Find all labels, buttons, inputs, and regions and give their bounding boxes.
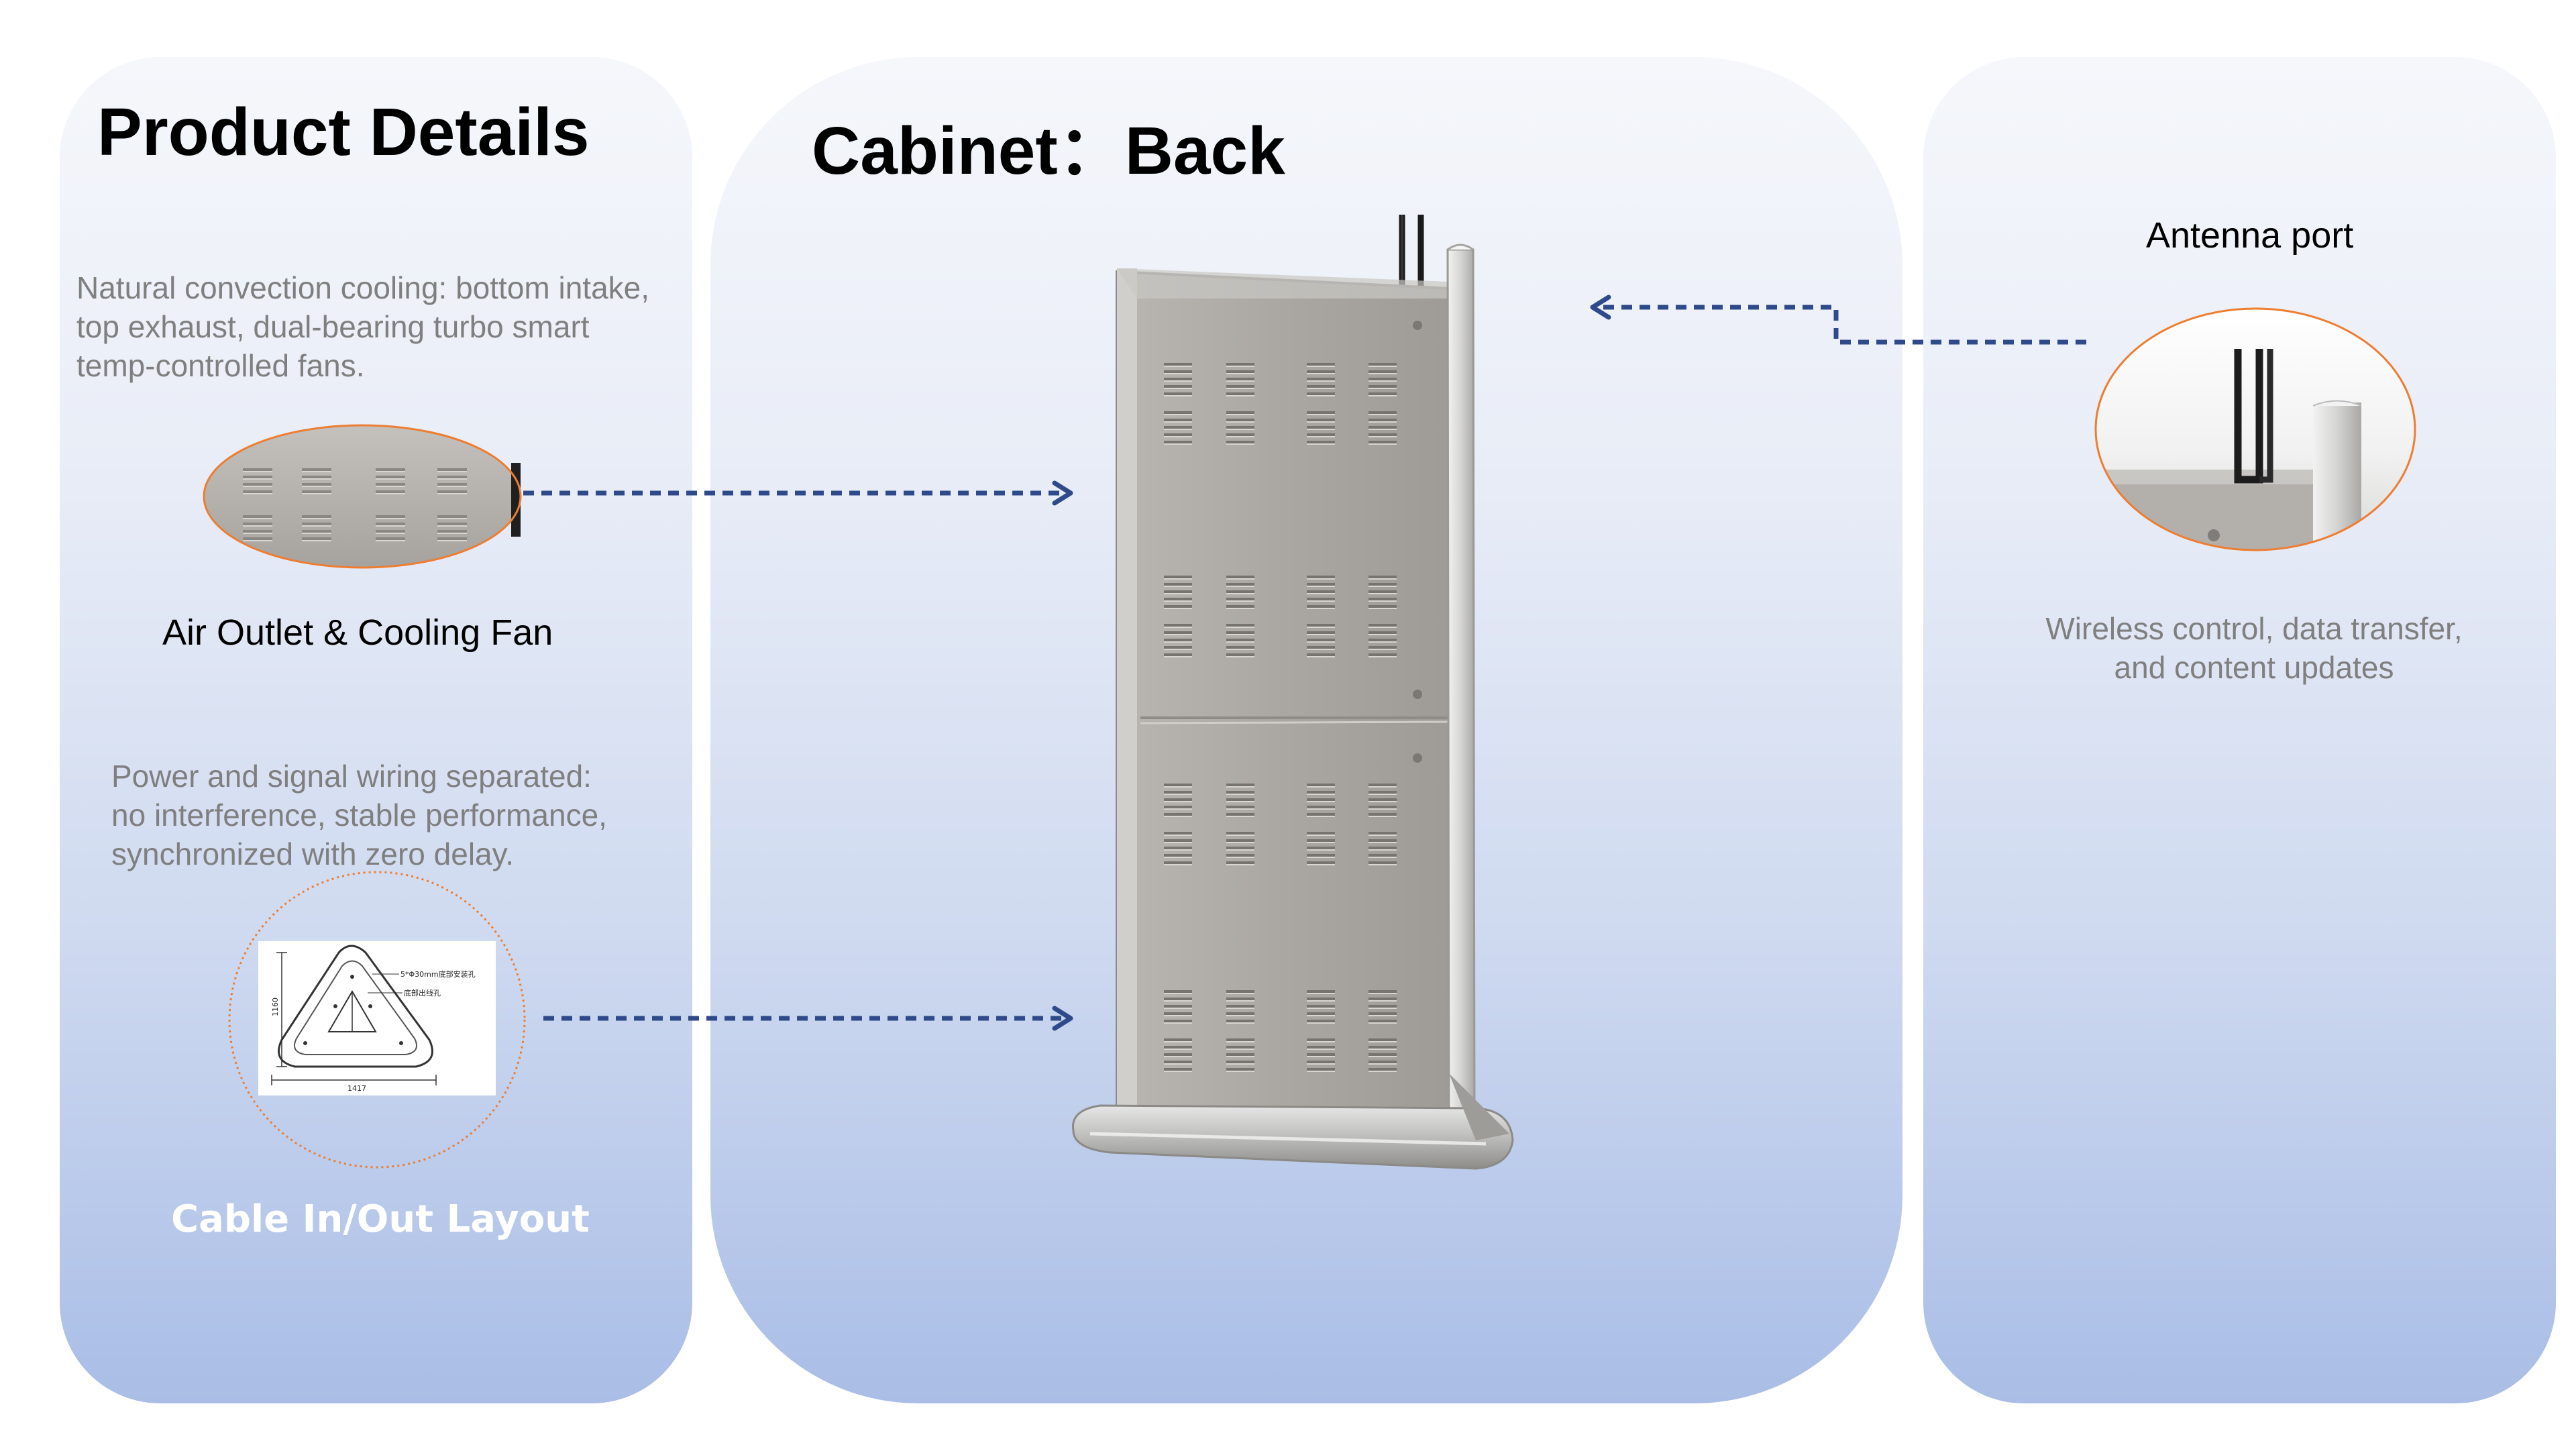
antenna-zoom-illustration [2094, 307, 2416, 551]
cable-layout-label: Cable In/Out Layout [171, 1197, 590, 1241]
vent-slot-icon [1368, 624, 1397, 657]
screw-icon [1413, 321, 1422, 763]
vent-slot-icon [1307, 624, 1335, 657]
antenna-description-line: Wireless control, data transfer, [2045, 611, 2463, 646]
antenna-port-label: Antenna port [2146, 215, 2354, 256]
cooling-description-line: temp-controlled fans. [76, 348, 365, 383]
wiring-description: Power and signal wiring separated: no in… [111, 757, 607, 873]
cooling-description-line: Natural convection cooling: bottom intak… [76, 270, 650, 305]
vent-slot-icon [1368, 363, 1397, 396]
vent-slot-icon [437, 468, 467, 494]
vent-slot-icon [1226, 411, 1254, 445]
vent-slot-icon [1368, 411, 1397, 445]
vent-slot-icon [1226, 363, 1254, 396]
antenna-panel [1923, 57, 2556, 1403]
highlight-ring [2094, 307, 2416, 551]
wiring-description-line: no interference, stable performance, [111, 798, 607, 833]
fan-zoom-illustration [203, 424, 522, 569]
vent-grille-group [1164, 363, 1397, 1072]
cooling-fan-label: Air Outlet & Cooling Fan [162, 612, 553, 653]
antenna-description-line: and content updates [2114, 650, 2394, 685]
vent-slot-icon [1307, 784, 1335, 817]
vent-slot-icon [1164, 990, 1192, 1024]
vent-slot-icon [1164, 576, 1192, 609]
vent-slot-icon [1368, 1038, 1397, 1072]
product-details-panel [60, 57, 692, 1403]
vent-slot-icon [1307, 1038, 1335, 1072]
cabinet-illustration [1072, 215, 1514, 1170]
arrowhead-icon [1052, 294, 1611, 1031]
vent-slot-icon [1226, 832, 1254, 865]
antenna-icon [2234, 349, 2273, 484]
vent-slot-icon [1368, 784, 1397, 817]
antenna-description: Wireless control, data transfer, and con… [2012, 609, 2496, 687]
vent-slot-icon [1226, 624, 1254, 657]
vent-slot-icon [376, 468, 405, 494]
vent-slot-icon [1164, 411, 1192, 445]
vent-slot-icon [1307, 832, 1335, 865]
highlight-ring [228, 871, 526, 1169]
width-dimension: 1417 [347, 1084, 366, 1093]
vent-slot-icon [1307, 990, 1335, 1024]
vent-slot-icon [302, 468, 331, 494]
vent-slot-icon [1226, 1038, 1254, 1072]
vent-slot-icon [437, 515, 467, 541]
vent-slot-icon [1226, 784, 1254, 817]
cabinet-base [1072, 1104, 1514, 1170]
vent-slot-icon [1226, 990, 1254, 1024]
vent-slot-icon [1164, 832, 1192, 865]
antenna-arrow [1597, 305, 2086, 345]
vent-slot-icon [1164, 363, 1192, 396]
cooling-description: Natural convection cooling: bottom intak… [76, 268, 649, 385]
vent-slot-icon [1307, 576, 1335, 609]
height-dimension: 1160 [271, 998, 280, 1016]
vent-slot-icon [1368, 990, 1397, 1024]
vent-slot-icon [1368, 832, 1397, 865]
cabinet-side-pillar [1446, 248, 1476, 1142]
cabinet-back-title: Cabinet：Back [812, 113, 1285, 189]
wiring-description-line: synchronized with zero delay. [111, 837, 514, 871]
vent-slot-icon [1368, 576, 1397, 609]
mount-hole-note: 5*Φ30mm底部安装孔 [400, 969, 476, 979]
vent-slot-icon [1164, 624, 1192, 657]
vent-slot-icon [1307, 411, 1335, 445]
callout-arrows [523, 305, 2086, 1021]
mount-hole-icon [303, 975, 403, 1045]
cabinet-left-edge [1117, 268, 1137, 1117]
vent-slot-icon [376, 515, 405, 541]
vent-slot-icon [1226, 576, 1254, 609]
product-details-title: Product Details [97, 95, 590, 170]
vent-slot-icon [243, 468, 272, 494]
outlet-note: 底部出线孔 [404, 988, 441, 998]
highlight-ring [203, 424, 522, 569]
vent-slot-icon [243, 515, 272, 541]
wiring-description-line: Power and signal wiring separated: [111, 759, 592, 794]
vent-slot-icon [1164, 784, 1192, 817]
vent-slot-icon [302, 515, 331, 541]
vent-slot-icon [1164, 1038, 1192, 1072]
cooling-description-line: top exhaust, dual-bearing turbo smart [76, 309, 590, 344]
vent-slot-icon [1307, 363, 1335, 396]
cable-layout-diagram: 5*Φ30mm底部安装孔 底部出线孔 1160 1417 [228, 871, 526, 1169]
